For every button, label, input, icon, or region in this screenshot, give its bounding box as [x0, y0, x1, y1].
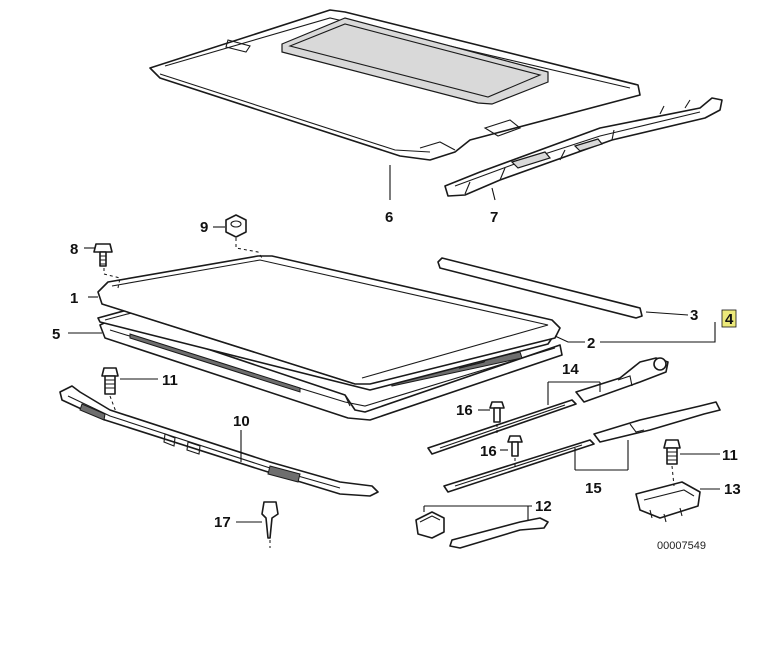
label-11-right: 11 [722, 447, 738, 464]
label-1: 1 [70, 290, 78, 307]
part-16-screw-upper [489, 401, 505, 423]
leader-lines [68, 165, 720, 523]
label-13: 13 [724, 481, 741, 498]
part-6-headliner-panel [149, 9, 641, 161]
part-3-deflector-strip [437, 257, 643, 319]
part-12-cable-guide [449, 517, 549, 549]
part-17-pin [261, 501, 279, 539]
label-4-highlight [721, 309, 737, 328]
label-16-lower: 16 [480, 443, 497, 460]
label-14: 14 [562, 361, 579, 378]
label-6: 6 [385, 209, 393, 226]
part-14-upper-strip [427, 399, 577, 455]
part-9-nut [225, 214, 247, 238]
part-11-screw-left [101, 367, 119, 395]
label-15: 15 [585, 480, 602, 497]
part-15-lower-strip [443, 439, 595, 493]
label-3: 3 [690, 307, 698, 324]
label-4: 4 [725, 311, 734, 328]
label-7: 7 [490, 209, 498, 226]
part-1-glass-panel [97, 255, 561, 385]
dashed-connectors [103, 238, 675, 548]
part-10-lower-guide-rail [59, 385, 379, 497]
part-8-bolt [93, 243, 113, 267]
part-5-sunroof-frame [99, 317, 563, 421]
label-5: 5 [52, 326, 60, 343]
part-16-screw-lower [507, 435, 523, 457]
label-9: 9 [200, 219, 208, 236]
label-12: 12 [535, 498, 552, 515]
part-11-screw-right [663, 439, 681, 465]
part-12-clip [415, 511, 445, 539]
label-11-left: 11 [162, 372, 178, 389]
part-7-guide-rail [444, 97, 723, 197]
callout-labels: 1 2 3 4 5 6 7 8 9 10 11 11 12 13 14 15 1… [52, 209, 741, 552]
label-17: 17 [214, 514, 231, 531]
label-10: 10 [233, 413, 250, 430]
label-2: 2 [587, 335, 595, 352]
label-16-upper: 16 [456, 402, 473, 419]
part-13-clip-block [635, 481, 701, 523]
part-15-slider-bracket [593, 401, 721, 443]
label-8: 8 [70, 241, 78, 258]
part-14-slider-bracket [575, 357, 669, 403]
diagram-reference-number: 00007549 [657, 540, 706, 552]
